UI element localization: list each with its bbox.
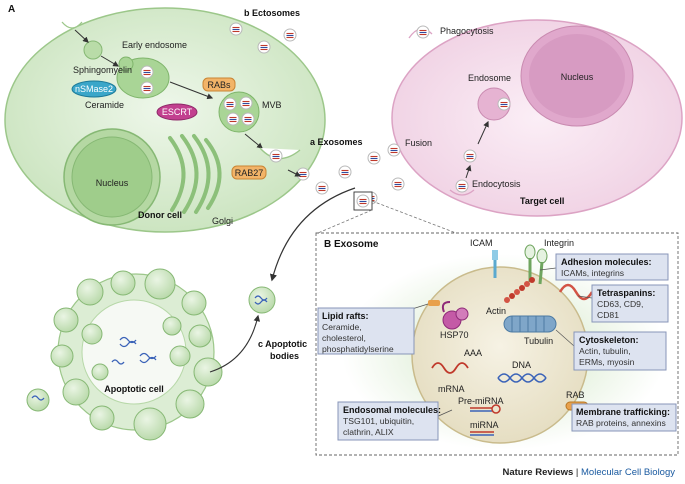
hsp70-label: HSP70 <box>440 330 469 340</box>
apoptotic-label: c Apoptotic <box>258 339 307 349</box>
lipid-line2: cholesterol, <box>322 333 366 343</box>
lipid-line1: Ceramide, <box>322 322 362 332</box>
rab27-badge: RAB27 <box>231 165 267 180</box>
rabs-label: RABs <box>207 80 231 90</box>
dna-fragment-icon <box>111 336 157 365</box>
mirna-label: miRNA <box>470 420 499 430</box>
tetraspanins-line1: CD63, CD9, <box>597 299 643 309</box>
trafficking-title: Membrane trafficking: <box>576 407 670 417</box>
mvb <box>218 91 260 133</box>
tetraspanins-line2: CD81 <box>597 310 619 320</box>
target-endosome <box>477 87 511 121</box>
cytoskeleton-box: Cytoskeleton: Actin, tubulin, ERMs, myos… <box>573 331 667 371</box>
exosome-panel-label: B Exosome <box>324 239 379 250</box>
rab-label: RAB <box>566 390 585 400</box>
actin-icon <box>504 277 535 303</box>
mrna-icon <box>431 362 469 374</box>
mvb-label: MVB <box>262 100 282 110</box>
lipid-rafts-box: Lipid rafts: Ceramide, cholesterol, phos… <box>317 307 415 355</box>
lipid-raft-icon <box>428 300 440 306</box>
apoptotic-cell: Apoptotic cell <box>50 268 223 441</box>
adhesion-box: Adhesion molecules: ICAMs, integrins <box>555 253 669 281</box>
early-endosome <box>116 56 170 99</box>
sphingomyelin-label: Sphingomyelin <box>73 65 132 75</box>
target-endosome-label: Endosome <box>468 73 511 83</box>
journal-section: Molecular Cell Biology <box>581 467 675 478</box>
panel-a-label: A <box>8 4 15 15</box>
integrin-icon <box>524 244 548 285</box>
endosomal-line1: TSG101, ubiquitin, <box>343 416 414 426</box>
nsmase2-badge: nSMase2 <box>71 80 117 98</box>
golgi <box>168 134 222 214</box>
exosome-detail-panel: B Exosome ICAM Integrin Actin <box>315 232 679 456</box>
figure-credit: Nature Reviews | Molecular Cell Biology <box>503 467 676 478</box>
tetraspanins-box: Tetraspanins: CD63, CD9, CD81 <box>591 284 669 323</box>
nsmase2-label: nSMase2 <box>75 84 113 94</box>
integrin-label: Integrin <box>544 238 574 248</box>
tubulin-label: Tubulin <box>524 336 553 346</box>
bodies-label: bodies <box>270 351 299 361</box>
dna-icon <box>497 373 547 383</box>
icam-label: ICAM <box>470 238 493 248</box>
donor-nucleus: Nucleus <box>63 128 161 226</box>
credit-separator: | <box>573 467 582 478</box>
icam-icon <box>492 250 498 278</box>
escrt-label: ESCRT <box>162 107 193 117</box>
rab27-label: RAB27 <box>235 168 264 178</box>
trafficking-box: Membrane trafficking: RAB proteins, anne… <box>571 403 677 432</box>
hsp70-icon <box>441 301 469 330</box>
cytoskeleton-line2: ERMs, myosin <box>579 357 635 367</box>
endosomal-title: Endosomal molecules: <box>343 405 441 415</box>
target-cell-label: Target cell <box>520 196 564 206</box>
phagocytosis-label: Phagocytosis <box>440 26 494 36</box>
early-endosome-label: Early endosome <box>122 40 187 50</box>
escrt-badge: ESCRT <box>156 103 198 121</box>
fusion-label: Fusion <box>405 138 432 148</box>
target-nucleus: Nucleus <box>520 25 634 127</box>
endosomal-box: Endosomal molecules: TSG101, ubiquitin, … <box>337 401 441 441</box>
tetraspanin-icon <box>558 283 594 301</box>
exosomes-label: a Exosomes <box>310 137 363 147</box>
lipid-line3: phosphatidylserine <box>322 344 394 354</box>
endocytosis-label: Endocytosis <box>472 179 521 189</box>
mirna-icon <box>470 431 494 436</box>
actin-label: Actin <box>486 306 506 316</box>
lipid-title: Lipid rafts: <box>322 311 369 321</box>
cytoskeleton-line1: Actin, tubulin, <box>579 346 631 356</box>
target-nucleus-label: Nucleus <box>561 72 594 82</box>
pre-mirna-label: Pre-miRNA <box>458 396 504 406</box>
target-cell: Phagocytosis Nucleus Endosome Endocytosi… <box>387 19 683 217</box>
adhesion-title: Adhesion molecules: <box>561 257 652 267</box>
mrna-label: mRNA <box>438 384 465 394</box>
endosomal-line2: clathrin, ALIX <box>343 427 394 437</box>
dna-label: DNA <box>512 360 531 370</box>
tubulin-icon <box>503 315 557 333</box>
apoptotic-cell-label: Apoptotic cell <box>104 384 164 394</box>
trafficking-line1: RAB proteins, annexins <box>576 418 666 428</box>
donor-cell: Early endosome Sphingomyelin nSMase2 Cer… <box>4 7 326 233</box>
ceramide-label: Ceramide <box>85 100 124 110</box>
cytoskeleton-title: Cytoskeleton: <box>579 335 639 345</box>
pre-mirna-icon <box>470 404 501 414</box>
journal-name: Nature Reviews <box>502 467 574 478</box>
tetraspanins-title: Tetraspanins: <box>597 288 655 298</box>
rabs-badge: RABs <box>202 77 236 92</box>
ectosomes-label: b Ectosomes <box>244 8 300 18</box>
aaa-label: AAA <box>464 348 482 358</box>
adhesion-text: ICAMs, integrins <box>561 268 624 278</box>
donor-cell-label: Donor cell <box>138 210 182 220</box>
donor-nucleus-label: Nucleus <box>96 178 129 188</box>
golgi-label: Golgi <box>212 216 233 226</box>
